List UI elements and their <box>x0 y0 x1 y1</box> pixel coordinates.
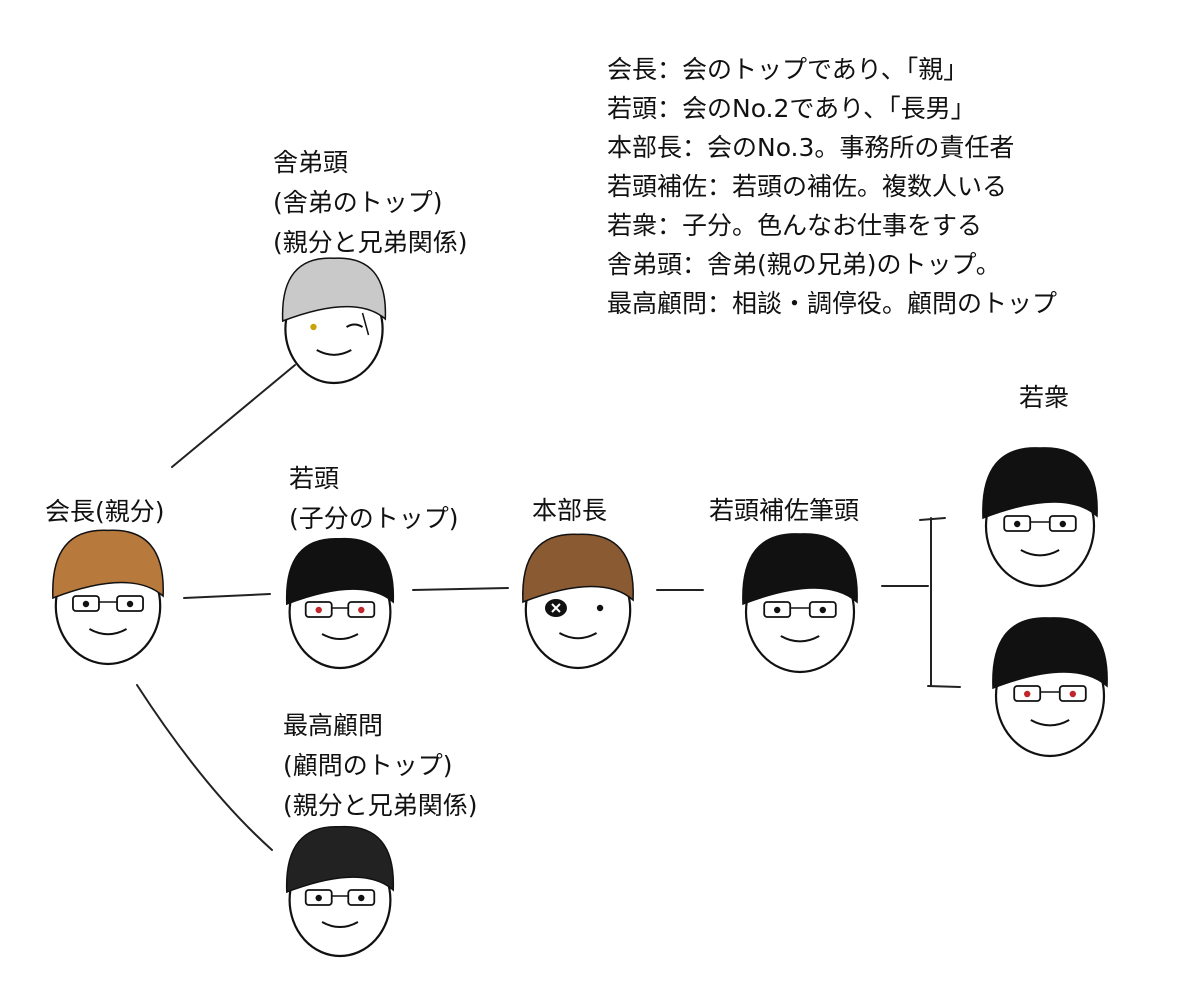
legend-shateigashira: 舎弟頭：舎弟(親の兄弟)のトップ。 <box>607 250 1001 279</box>
face-shateigashira <box>281 257 387 385</box>
komon-note-2: (親分と兄弟関係) <box>283 791 478 820</box>
role-legend: 会長：会のトップであり、「親」 若頭：会のNo.2であり、「長男」 本部長：会の… <box>607 50 1057 323</box>
komon-title: 最高顧問 <box>283 711 384 740</box>
label-hosa: 若頭補佐筆頭 <box>709 491 859 531</box>
connector-kaicho-komon <box>136 684 273 851</box>
connector-bracket-top <box>919 517 946 521</box>
connector-kaicho-wakagashira <box>183 593 271 599</box>
wakagashira-title: 若頭 <box>289 464 340 493</box>
label-kaicho: 会長(親分) <box>45 492 165 532</box>
label-shateigashira: 舎弟頭 (舎弟のトップ) (親分と兄弟関係) <box>273 143 468 263</box>
shateigashira-note-2: (親分と兄弟関係) <box>273 228 468 257</box>
legend-komon: 最高顧問：相談・調停役。顧問のトップ <box>607 289 1058 318</box>
face-wakashu2 <box>992 617 1108 758</box>
face-hosa <box>742 533 858 674</box>
honbucho-title: 本部長 <box>532 496 608 525</box>
face-wakashu1 <box>982 447 1098 588</box>
legend-hosa: 若頭補佐：若頭の補佐。複数人いる <box>607 172 1008 201</box>
connector-wakagashira-honbucho <box>412 587 509 591</box>
label-komon: 最高顧問 (顧問のトップ) (親分と兄弟関係) <box>283 706 478 826</box>
shateigashira-title: 舎弟頭 <box>273 148 349 177</box>
connector-kaicho-shateigashira <box>171 364 296 468</box>
label-wakashu: 若衆 <box>1019 378 1069 418</box>
face-honbucho <box>522 533 634 670</box>
wakashu-title: 若衆 <box>1019 383 1070 412</box>
legend-kaicho: 会長：会のトップであり、「親」 <box>607 55 969 84</box>
label-honbucho: 本部長 <box>532 491 607 531</box>
face-komon <box>286 826 394 958</box>
legend-wakashu: 若衆：子分。色んなお仕事をする <box>607 211 983 240</box>
face-wakagashira <box>286 538 394 670</box>
legend-wakagashira: 若頭：会のNo.2であり、「長男」 <box>607 94 976 123</box>
kaicho-title: 会長(親分) <box>45 497 165 526</box>
hosa-title: 若頭補佐筆頭 <box>709 496 860 525</box>
komon-note-1: (顧問のトップ) <box>283 751 453 780</box>
connector-bracket-bottom <box>927 685 961 688</box>
face-kaicho <box>52 529 164 666</box>
wakagashira-note: (子分のトップ) <box>289 504 459 533</box>
shateigashira-note-1: (舎弟のトップ) <box>273 188 443 217</box>
legend-honbucho: 本部長：会のNo.3。事務所の責任者 <box>607 133 1015 162</box>
label-wakagashira: 若頭 (子分のトップ) <box>289 459 459 539</box>
